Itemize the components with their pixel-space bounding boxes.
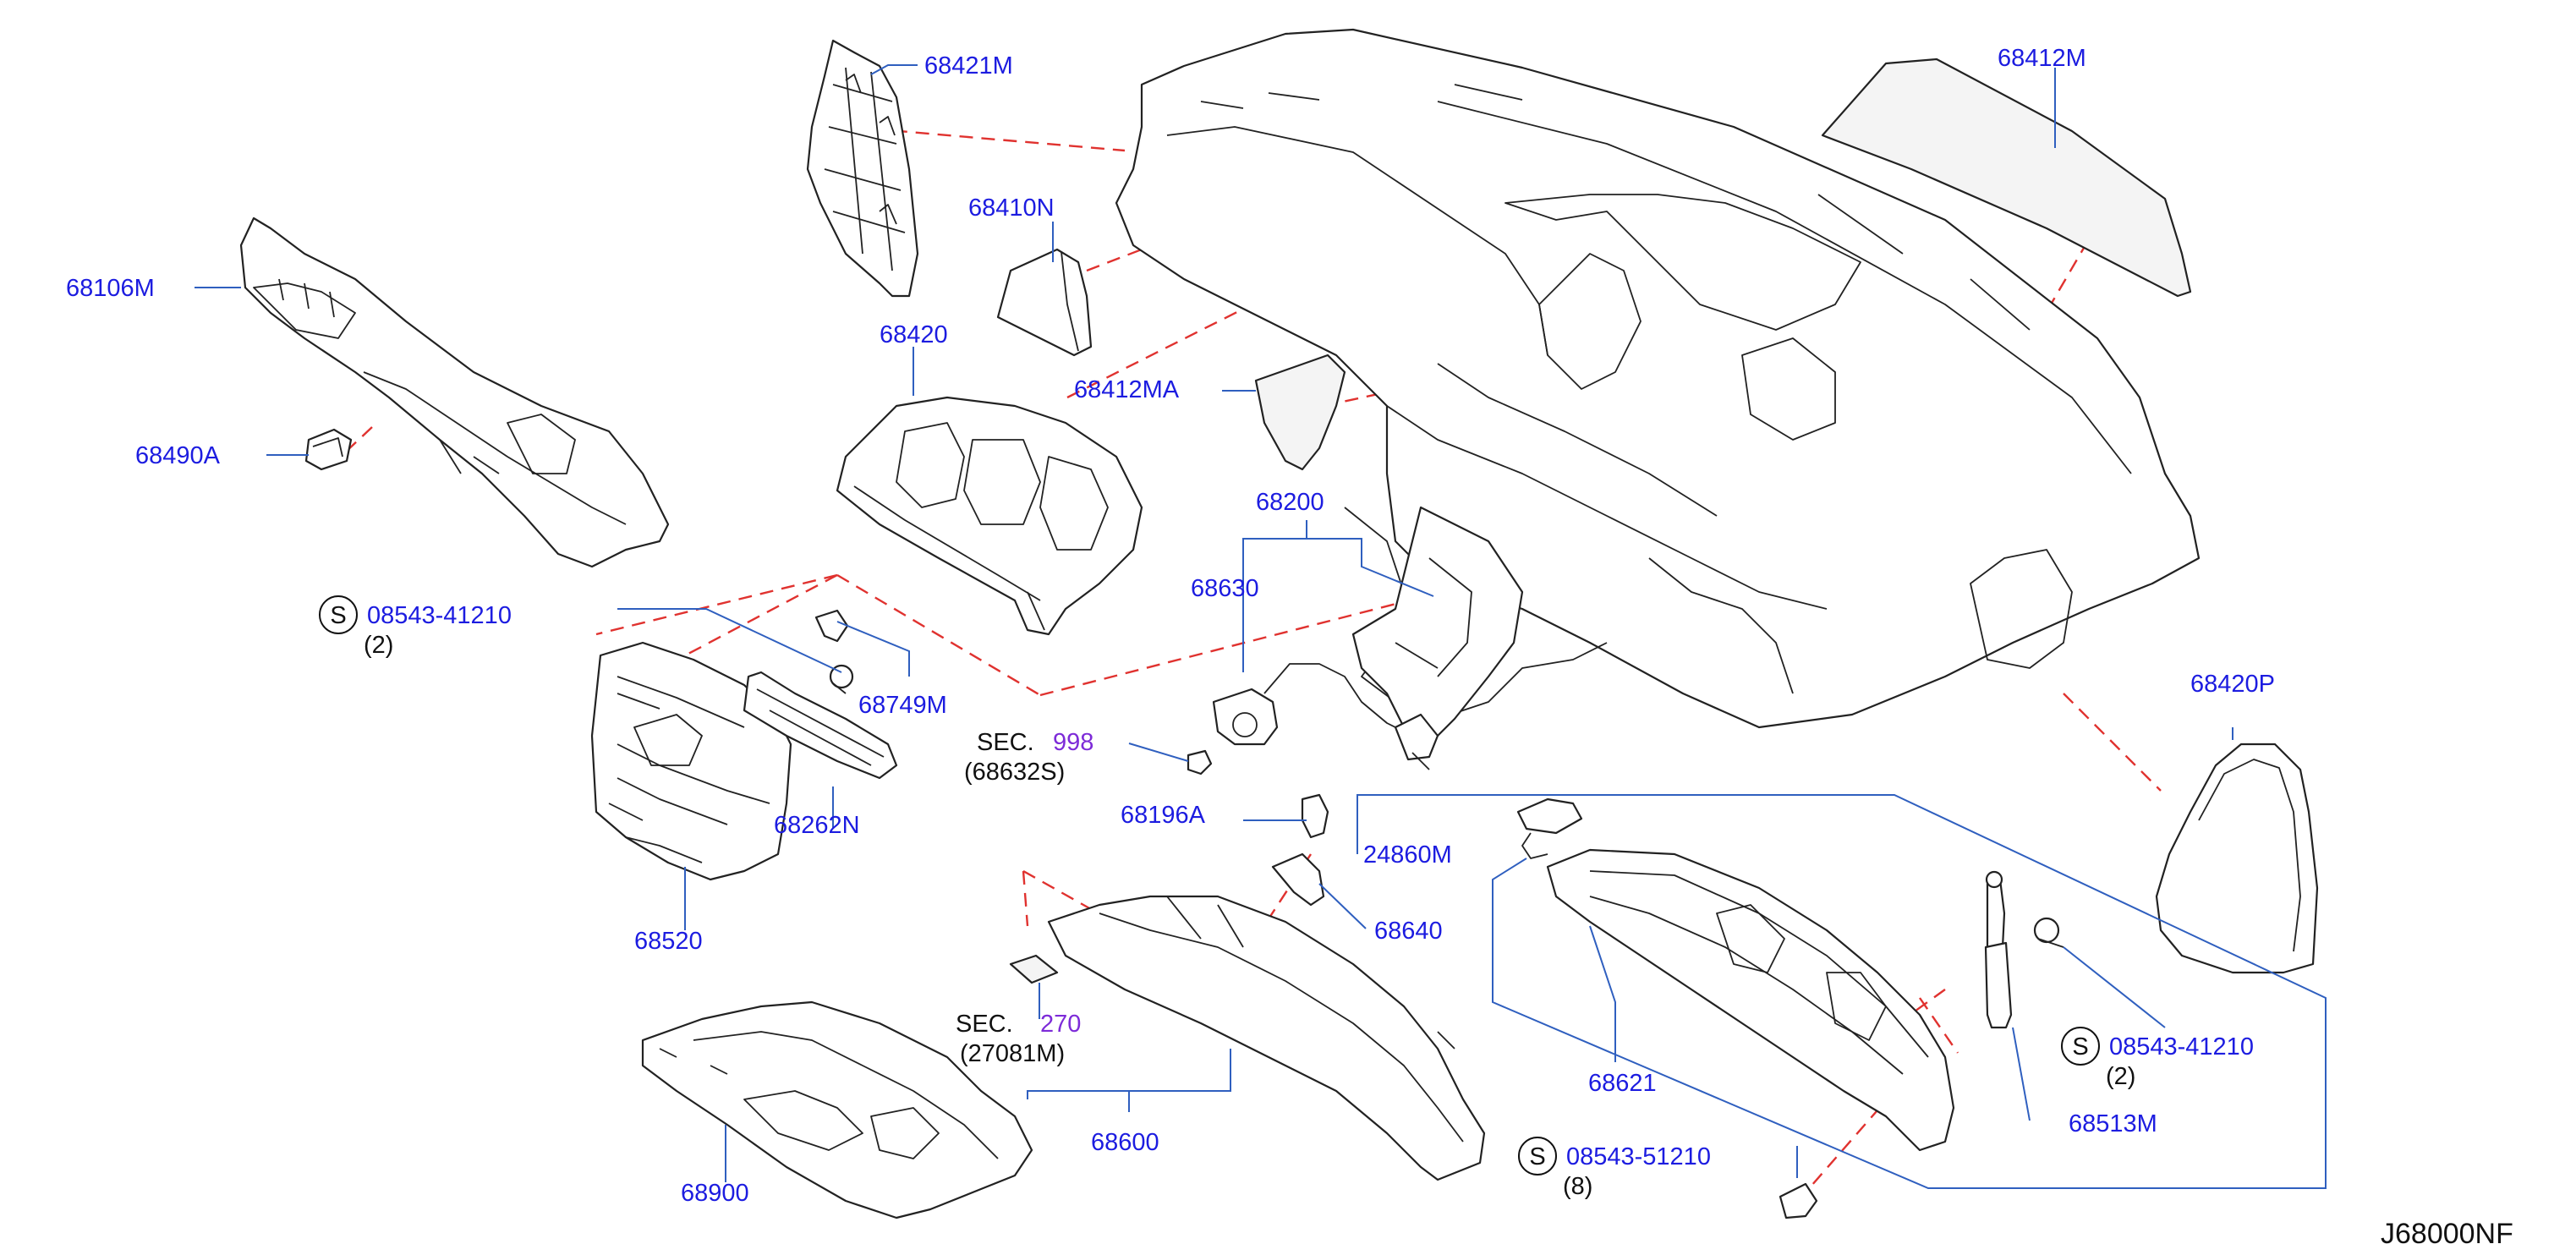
label-68490a[interactable]: 68490A xyxy=(135,442,221,469)
callout-screw-08543-41210-left[interactable]: S 08543-41210 (2) xyxy=(319,595,512,659)
part-68412ma-panel xyxy=(1254,353,1346,471)
label-68420[interactable]: 68420 xyxy=(880,321,948,348)
part-68900-tray xyxy=(641,1000,1033,1219)
label-68196a[interactable]: 68196A xyxy=(1121,802,1206,829)
callout-sec-998[interactable]: SEC. 998 (68632S) xyxy=(964,729,1093,786)
label-68200[interactable]: 68200 xyxy=(1256,489,1324,516)
qty-08543-41210-left: (2) xyxy=(364,632,393,659)
label-68520[interactable]: 68520 xyxy=(634,928,703,955)
label-68600[interactable]: 68600 xyxy=(1091,1129,1159,1156)
label-68421m[interactable]: 68421M xyxy=(924,52,1013,79)
sec-270-ref: (27081M) xyxy=(960,1040,1065,1067)
label-68262n[interactable]: 68262N xyxy=(774,812,860,839)
qty-08543-41210-right: (2) xyxy=(2106,1063,2135,1090)
sec-998-ref: (68632S) xyxy=(964,759,1065,786)
part-68421m-vent-bracket xyxy=(806,39,919,298)
sec-998-number: 998 xyxy=(1053,729,1093,756)
part-68640-bracket xyxy=(1271,852,1325,907)
s-symbol-letter: S xyxy=(2072,1033,2088,1060)
part-68420-cluster-hood xyxy=(836,396,1143,636)
s-symbol-icon xyxy=(319,595,358,634)
label-68640[interactable]: 68640 xyxy=(1374,918,1443,945)
part-68630-lamp xyxy=(1212,663,1439,770)
label-68630[interactable]: 68630 xyxy=(1191,575,1259,602)
label-68621[interactable]: 68621 xyxy=(1588,1070,1657,1097)
part-68490a-switch xyxy=(304,428,353,471)
part-68621-glove-box xyxy=(1546,848,1955,1152)
s-symbol-icon xyxy=(2061,1027,2100,1066)
part-labels: 68421M 68412M 68410N 68106M 68420 68412M… xyxy=(66,45,2513,1250)
label-68410n[interactable]: 68410N xyxy=(968,195,1055,222)
part-24860m-harness xyxy=(1516,797,1583,859)
sec-998-prefix: SEC. xyxy=(977,729,1034,756)
leader-lines xyxy=(195,64,2327,1189)
label-68420p[interactable]: 68420P xyxy=(2190,671,2275,698)
part-screw-bottom xyxy=(1779,1182,1818,1219)
part-screw-right xyxy=(2033,917,2064,948)
callout-screw-08543-41210-right[interactable]: S 08543-41210 (2) xyxy=(2061,1027,2254,1090)
part-68106m-lower-panel xyxy=(239,216,670,568)
diagram-id: J68000NF xyxy=(2381,1218,2513,1250)
label-68513m[interactable]: 68513M xyxy=(2069,1110,2157,1137)
part-68410n-cover xyxy=(996,248,1093,357)
part-68600-glove-lid xyxy=(1047,895,1486,1181)
sec-270-number: 270 xyxy=(1040,1011,1081,1038)
part-68262n-trim xyxy=(743,671,898,780)
sec-270-prefix: SEC. xyxy=(956,1011,1013,1038)
label-24860m[interactable]: 24860M xyxy=(1363,841,1452,869)
label-68412m[interactable]: 68412M xyxy=(1998,45,2086,72)
part-screw-left xyxy=(829,664,854,694)
part-68196a-clip xyxy=(1301,793,1329,839)
label-68749m[interactable]: 68749M xyxy=(858,692,947,719)
part-center-frame xyxy=(1351,506,1524,746)
label-08543-41210-right: 08543-41210 xyxy=(2109,1033,2254,1060)
s-symbol-icon xyxy=(1518,1137,1557,1176)
label-68412ma[interactable]: 68412MA xyxy=(1074,376,1180,403)
callout-sec-270[interactable]: SEC. 270 (27081M) xyxy=(956,1011,1081,1067)
callout-screw-08543-51210[interactable]: S 08543-51210 (8) xyxy=(1518,1137,1711,1200)
label-08543-51210: 08543-51210 xyxy=(1566,1143,1711,1170)
part-sec998-connector xyxy=(1187,749,1213,775)
s-symbol-letter: S xyxy=(330,602,346,629)
part-68513m-damper xyxy=(1984,870,2013,1029)
qty-08543-51210: (8) xyxy=(1563,1173,1592,1200)
part-68749m-clip xyxy=(814,609,849,643)
label-08543-41210-left: 08543-41210 xyxy=(367,602,512,629)
part-68520-center-panel xyxy=(590,641,792,881)
part-sec270-label xyxy=(1009,954,1059,984)
s-symbol-letter: S xyxy=(1529,1143,1545,1170)
part-68412m-top-trim xyxy=(1821,58,2192,298)
part-68420p-side-pad xyxy=(2155,743,2319,974)
label-68106m[interactable]: 68106M xyxy=(66,275,155,302)
label-68900[interactable]: 68900 xyxy=(681,1180,749,1207)
